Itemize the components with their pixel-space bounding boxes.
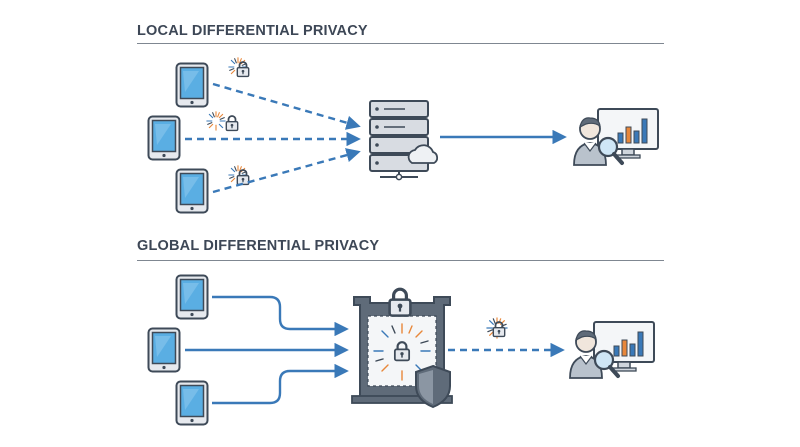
global-device-1	[175, 274, 209, 320]
global-device-3	[175, 380, 209, 426]
local-dp-title: LOCAL DIFFERENTIAL PRIVACY	[137, 23, 368, 39]
local-dashed-arrows	[185, 82, 361, 194]
shield-icon	[415, 364, 451, 409]
vault-icon	[351, 287, 453, 404]
padlock-icon	[236, 169, 250, 186]
padlock-icon	[236, 61, 250, 78]
global-solid-arrows	[185, 295, 349, 405]
server-cloud-icon	[369, 100, 439, 181]
global-analyst-icon	[568, 320, 656, 380]
padlock-icon	[492, 321, 506, 338]
local-device-1	[175, 62, 209, 108]
global-device-2	[147, 327, 181, 373]
local-dp-divider	[137, 43, 664, 44]
local-device-3	[175, 168, 209, 214]
local-analyst-icon	[572, 107, 660, 167]
vault-padlock-icon	[387, 287, 413, 318]
padlock-icon	[225, 115, 239, 132]
global-dp-divider	[137, 260, 664, 261]
global-section	[147, 274, 656, 426]
global-dp-title: GLOBAL DIFFERENTIAL PRIVACY	[137, 238, 380, 254]
local-device-2	[147, 115, 181, 161]
noise-burst-icon	[206, 111, 226, 131]
local-section	[147, 57, 660, 214]
